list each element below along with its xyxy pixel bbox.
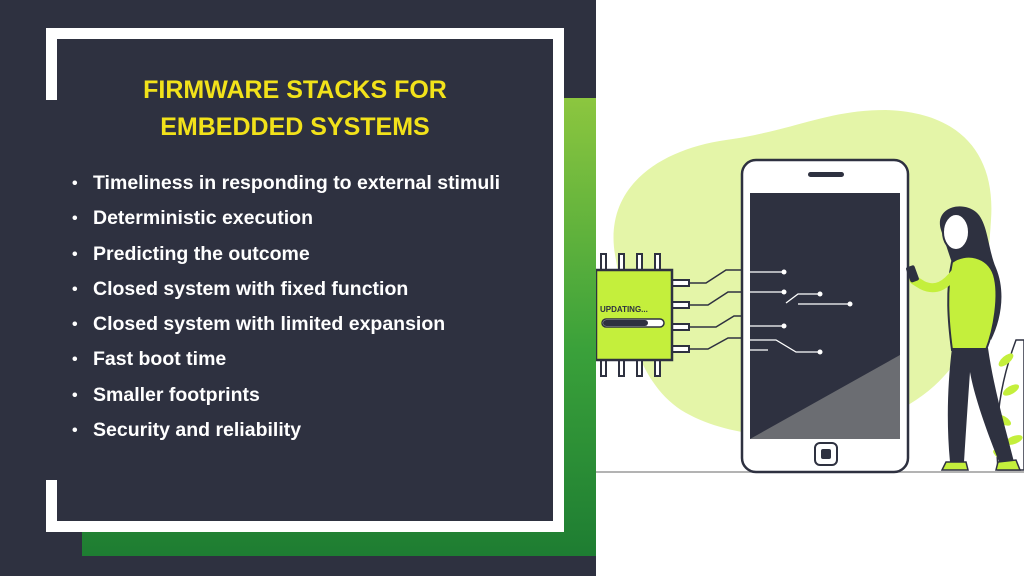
bullet-item: • Predicting the outcome bbox=[72, 237, 500, 272]
phone-speaker bbox=[808, 172, 844, 177]
chip-pins bbox=[600, 253, 690, 377]
chip bbox=[596, 268, 674, 362]
bullet-text: Deterministic execution bbox=[93, 207, 313, 230]
shoes bbox=[940, 459, 1022, 471]
bullet-icon: • bbox=[72, 245, 78, 263]
bullet-text: Security and reliability bbox=[93, 419, 302, 442]
screen-reflection bbox=[750, 355, 900, 439]
screen-circuit-nodes bbox=[781, 269, 853, 355]
torso bbox=[947, 255, 998, 351]
bullet-icon: • bbox=[72, 351, 78, 369]
circuit-wires bbox=[689, 269, 744, 350]
bullet-text: Smaller footprints bbox=[93, 383, 260, 406]
screen-circuit bbox=[750, 271, 850, 353]
face bbox=[942, 213, 970, 251]
bullet-list: • Timeliness in responding to external st… bbox=[72, 166, 500, 448]
bullet-icon: • bbox=[72, 422, 78, 440]
home-button-core bbox=[821, 449, 831, 459]
bullet-icon: • bbox=[72, 280, 78, 298]
bullet-item: • Closed system with fixed function bbox=[72, 272, 500, 307]
title-line-2: EMBEDDED SYSTEMS bbox=[160, 113, 430, 141]
bullet-item: • Fast boot time bbox=[72, 342, 500, 377]
arm bbox=[909, 267, 961, 293]
bullet-item: • Security and reliability bbox=[72, 413, 500, 448]
bullet-icon: • bbox=[72, 386, 78, 404]
bullet-text: Fast boot time bbox=[93, 348, 227, 371]
woman-figure bbox=[906, 206, 1022, 471]
bullet-item: • Timeliness in responding to external st… bbox=[72, 166, 500, 201]
bullet-item: • Closed system with limited expansion bbox=[72, 307, 500, 342]
bullet-text: Closed system with fixed function bbox=[93, 277, 409, 300]
slide-title: FIRMWARE STACKS FOR EMBEDDED SYSTEMS bbox=[95, 72, 495, 146]
bullet-item: • Smaller footprints bbox=[72, 378, 500, 413]
chip-label: UPDATING... bbox=[600, 305, 648, 314]
bullet-text: Predicting the outcome bbox=[93, 242, 310, 265]
bullet-icon: • bbox=[72, 175, 78, 192]
legs bbox=[947, 348, 1014, 464]
firmware-update-illustration: UPDATING... bbox=[596, 110, 1024, 474]
bullet-text: Closed system with limited expansion bbox=[93, 313, 446, 336]
bullet-icon: • bbox=[72, 316, 78, 334]
bullet-icon: • bbox=[72, 210, 78, 228]
frame-gap bbox=[46, 100, 57, 480]
bullet-item: • Deterministic execution bbox=[72, 201, 500, 236]
phone-icon bbox=[906, 265, 919, 283]
title-line-1: FIRMWARE STACKS FOR bbox=[143, 76, 447, 104]
progress-fill bbox=[603, 320, 648, 326]
bullet-text: Timeliness in responding to external sti… bbox=[93, 172, 501, 194]
